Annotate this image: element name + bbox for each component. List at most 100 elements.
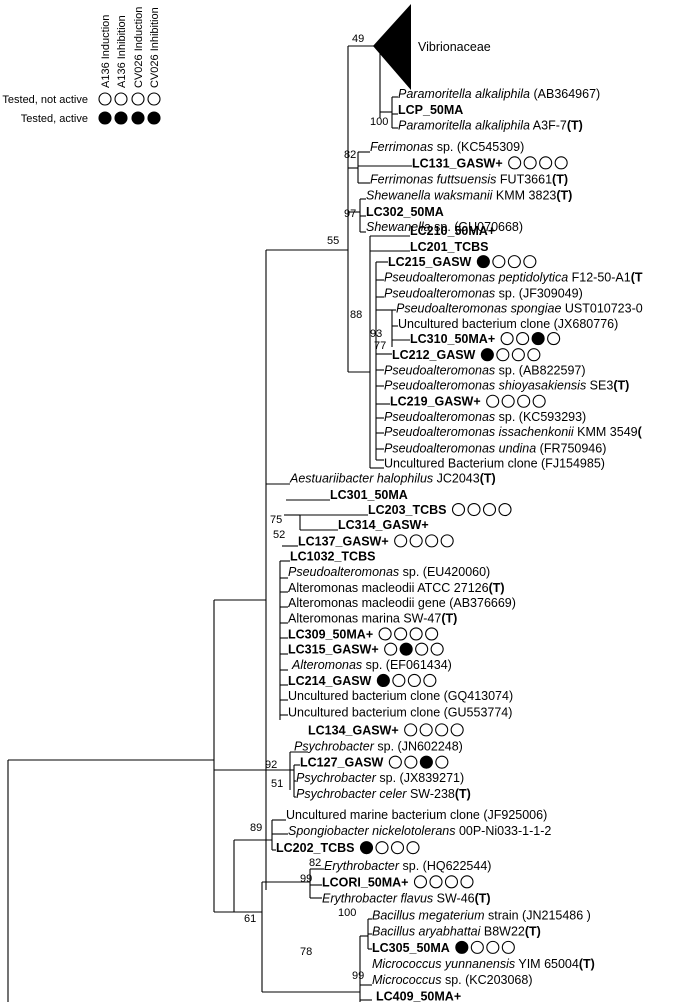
taxon-label-part: (AB364967) (530, 87, 600, 101)
taxon-label: LC301_50MA (330, 488, 408, 502)
taxon-label: LC1032_TCBS (290, 550, 375, 564)
inactive-marker (539, 156, 553, 170)
taxon-label-part: Paramoritella alkaliphila (398, 87, 530, 101)
taxon-label: Psychrobacter sp. (JN602248) (294, 740, 463, 754)
inactive-marker (554, 156, 568, 170)
taxon-label-part: sp. (AB822597) (495, 363, 585, 377)
inactive-marker (419, 723, 433, 737)
taxon-label-part: Erythrobacter flavus (322, 891, 433, 905)
taxon-label-part: LC210_50MA+ (410, 224, 495, 238)
taxon-label-part: sp. (EF061434) (362, 658, 452, 672)
support-value: 78 (300, 946, 312, 958)
taxon-label-part: sp. (HQ622544) (399, 859, 491, 873)
taxon-label-part: SE3 (586, 379, 613, 393)
taxon-label: LC314_GASW+ (338, 518, 429, 532)
support-value: 51 (271, 778, 283, 790)
taxon-label-part: (T) (489, 581, 505, 595)
taxon-label-part: (FR750946) (536, 441, 606, 455)
taxon-label-part: Psychrobacter (294, 740, 375, 754)
inactive-marker (394, 627, 408, 641)
taxon-label-part: KMM 3549 (574, 425, 638, 439)
taxon-label-part: YIM 65004 (515, 957, 579, 971)
taxon-label-part: UST010723-0 (561, 302, 642, 316)
support-value: 49 (352, 33, 364, 45)
taxon-label-part: LC310_50MA+ (410, 332, 495, 346)
inactive-marker (496, 348, 510, 362)
support-value: 99 (352, 970, 364, 982)
taxon-label: LC409_50MA+ (376, 989, 461, 1002)
taxon-label: LC309_50MA+ (288, 627, 373, 641)
taxon-label-part: Shewanella waksmanii (366, 189, 494, 203)
taxon-label-part: LC315_GASW+ (288, 643, 379, 657)
taxon-label: LC134_GASW+ (308, 723, 399, 737)
taxon-label: Paramoritella alkaliphila A3F-7(T) (398, 118, 583, 132)
inactive-marker (413, 875, 428, 889)
inactive-marker (467, 502, 481, 517)
inactive-marker (429, 875, 443, 889)
taxon-label: LC302_50MA (366, 205, 444, 219)
taxon-label-part: Alteromonas (291, 658, 362, 672)
inactive-marker (460, 875, 474, 889)
inactive-marker (527, 348, 541, 362)
taxon-label: LC305_50MA (372, 941, 450, 955)
active-marker (399, 642, 413, 656)
inactive-marker (501, 394, 515, 408)
taxon-label: Psychrobacter celer SW-238(T) (296, 787, 471, 801)
inactive-marker (523, 255, 537, 269)
taxon-label-part: Micrococcus (372, 973, 441, 987)
inactive-marker (404, 723, 418, 737)
taxa-labels: Paramoritella alkaliphila (AB364967)LCP_… (276, 87, 643, 1002)
inactive-marker (131, 92, 145, 106)
taxon-label-part: sp. (JF309049) (495, 286, 583, 300)
inactive-marker (511, 348, 525, 362)
inactive-marker (523, 156, 537, 170)
taxon-label: LCORI_50MA+ (322, 875, 408, 889)
active-marker (147, 111, 161, 125)
taxon-label-part: F12-50-A1 (568, 270, 631, 284)
inactive-marker (98, 92, 112, 106)
taxon-label: Psychrobacter sp. (JX839271) (296, 771, 464, 785)
taxon-label: LC310_50MA+ (410, 332, 495, 346)
active-marker (131, 111, 145, 125)
inactive-marker (392, 673, 406, 688)
taxon-label-part: LC314_GASW+ (338, 518, 429, 532)
taxon-label-part: LC219_GASW+ (390, 395, 481, 409)
taxon-label-part: Pseudoalteromonas undina (384, 441, 536, 455)
taxon-label-part: Pseudoalteromonas (384, 363, 495, 377)
inactive-marker (375, 841, 389, 855)
taxon-label-part: (T) (567, 118, 583, 132)
clade-triangle (373, 4, 411, 90)
taxon-label: LC201_TCBS (410, 240, 489, 254)
taxon-label-part: LC201_TCBS (410, 240, 489, 254)
taxon-label: Pseudoalteromonas peptidolytica F12-50-A… (384, 270, 643, 284)
support-value: 93 (370, 328, 382, 340)
taxon-label: Alteromonas macleodii gene (AB376669) (288, 596, 516, 610)
taxon-label-part: (T) (552, 173, 568, 187)
taxon-label: Ferrimonas sp. (KC545309) (370, 140, 524, 154)
active-marker (455, 940, 469, 954)
taxon-label: Pseudoalteromonas undina (FR750946) (384, 441, 606, 455)
taxon-label-part: SW-46 (433, 891, 474, 905)
inactive-marker (378, 627, 392, 641)
collapsed-clade-vibrionaceae: Vibrionaceae (373, 4, 491, 90)
active-marker (480, 348, 494, 362)
taxon-label: LC315_GASW+ (288, 643, 379, 657)
taxon-label-part: Ferrimonas futtsuensis (370, 173, 496, 187)
taxon-label-part: (T) (475, 891, 491, 905)
inactive-marker (486, 394, 500, 408)
taxon-label-part: Bacillus megaterium (372, 909, 485, 923)
taxon-label-part: Erythrobacter (324, 859, 400, 873)
support-value: 61 (244, 913, 256, 925)
inactive-marker (415, 642, 429, 656)
active-marker (376, 673, 390, 688)
inactive-marker (390, 841, 405, 855)
taxon-label-part: Pseudoalteromonas peptidolytica (384, 270, 568, 284)
legend-column-label: CV026 Induction (133, 7, 145, 88)
taxon-label-part: Pseudoalteromonas (384, 286, 495, 300)
taxon-label-part: KMM 3823 (492, 189, 556, 203)
inactive-marker (423, 673, 437, 688)
taxon-label-part: LC309_50MA+ (288, 627, 373, 641)
taxon-label-part: sp. (GU070668) (431, 220, 523, 234)
inactive-marker (430, 642, 444, 656)
inactive-marker (147, 92, 161, 106)
